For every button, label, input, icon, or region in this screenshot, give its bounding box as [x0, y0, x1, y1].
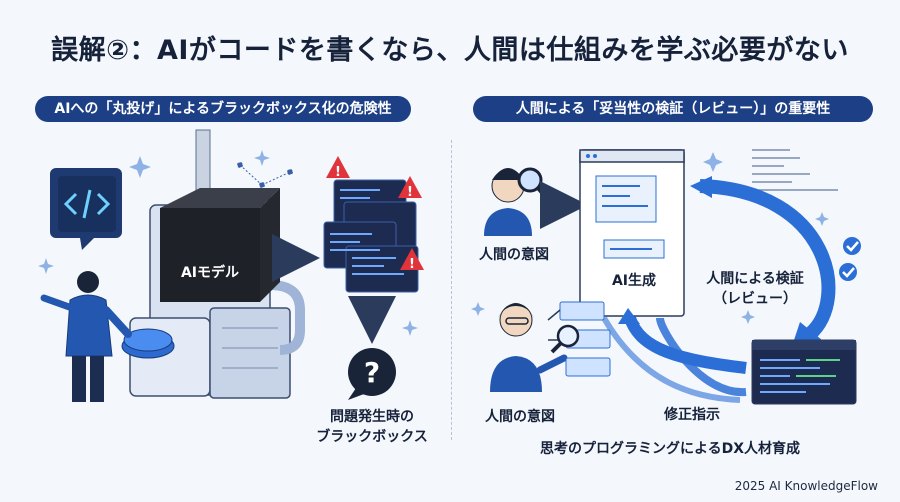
question-label-line1: 問題発生時の	[330, 409, 414, 425]
right-panel-footer: 思考のプログラミングによるDX人材育成	[540, 441, 800, 457]
person-top	[484, 168, 532, 236]
person-left	[40, 271, 132, 402]
intent-label-bottom: 人間の意図	[485, 409, 555, 425]
review-label-line2: （レビュー）	[713, 291, 797, 307]
code-snippet-decoration	[752, 149, 838, 191]
intent-label-top: 人間の意図	[479, 247, 549, 263]
review-loop-arrow	[690, 176, 836, 346]
svg-text:?: ?	[364, 356, 380, 389]
code-icon	[50, 168, 122, 250]
generated-code-stack	[323, 179, 419, 293]
person-bottom	[490, 303, 568, 392]
fix-instruction-arrows	[601, 308, 747, 403]
left-panel-header: AIへの「丸投げ」によるブラックボックス化の危険性	[35, 96, 411, 122]
ai-model-label: AIモデル	[180, 265, 240, 281]
magnifier-icon	[550, 324, 580, 354]
warning-icon: ! ! !	[326, 156, 424, 272]
question-icon: ?	[348, 348, 396, 400]
panel-divider	[451, 140, 452, 440]
credit-text: 2025 AI KnowledgeFlow	[734, 479, 878, 493]
review-label-line1: 人間による検証	[706, 271, 804, 287]
svg-text:!: !	[335, 165, 341, 180]
sparkle-icon	[471, 152, 829, 324]
page-title: 誤解②：AIがコードを書くなら、人間は仕組みを学ぶ必要がない	[51, 35, 849, 66]
question-label-line2: ブラックボックス	[316, 429, 428, 445]
sparkle-icon	[38, 150, 418, 336]
right-panel-header: 人間による「妥当性の検証（レビュー）」の重要性	[473, 96, 873, 122]
fix-instruction-label: 修正指示	[664, 407, 720, 423]
ai-generation-window	[579, 149, 685, 317]
ai-machine	[121, 129, 305, 399]
reviewed-code-window	[751, 339, 857, 405]
svg-text:!: !	[407, 185, 413, 200]
ai-generation-label: AI生成	[611, 273, 657, 289]
svg-text:!: !	[409, 257, 415, 272]
magnifier-icon	[517, 167, 550, 202]
check-icon	[839, 237, 861, 281]
